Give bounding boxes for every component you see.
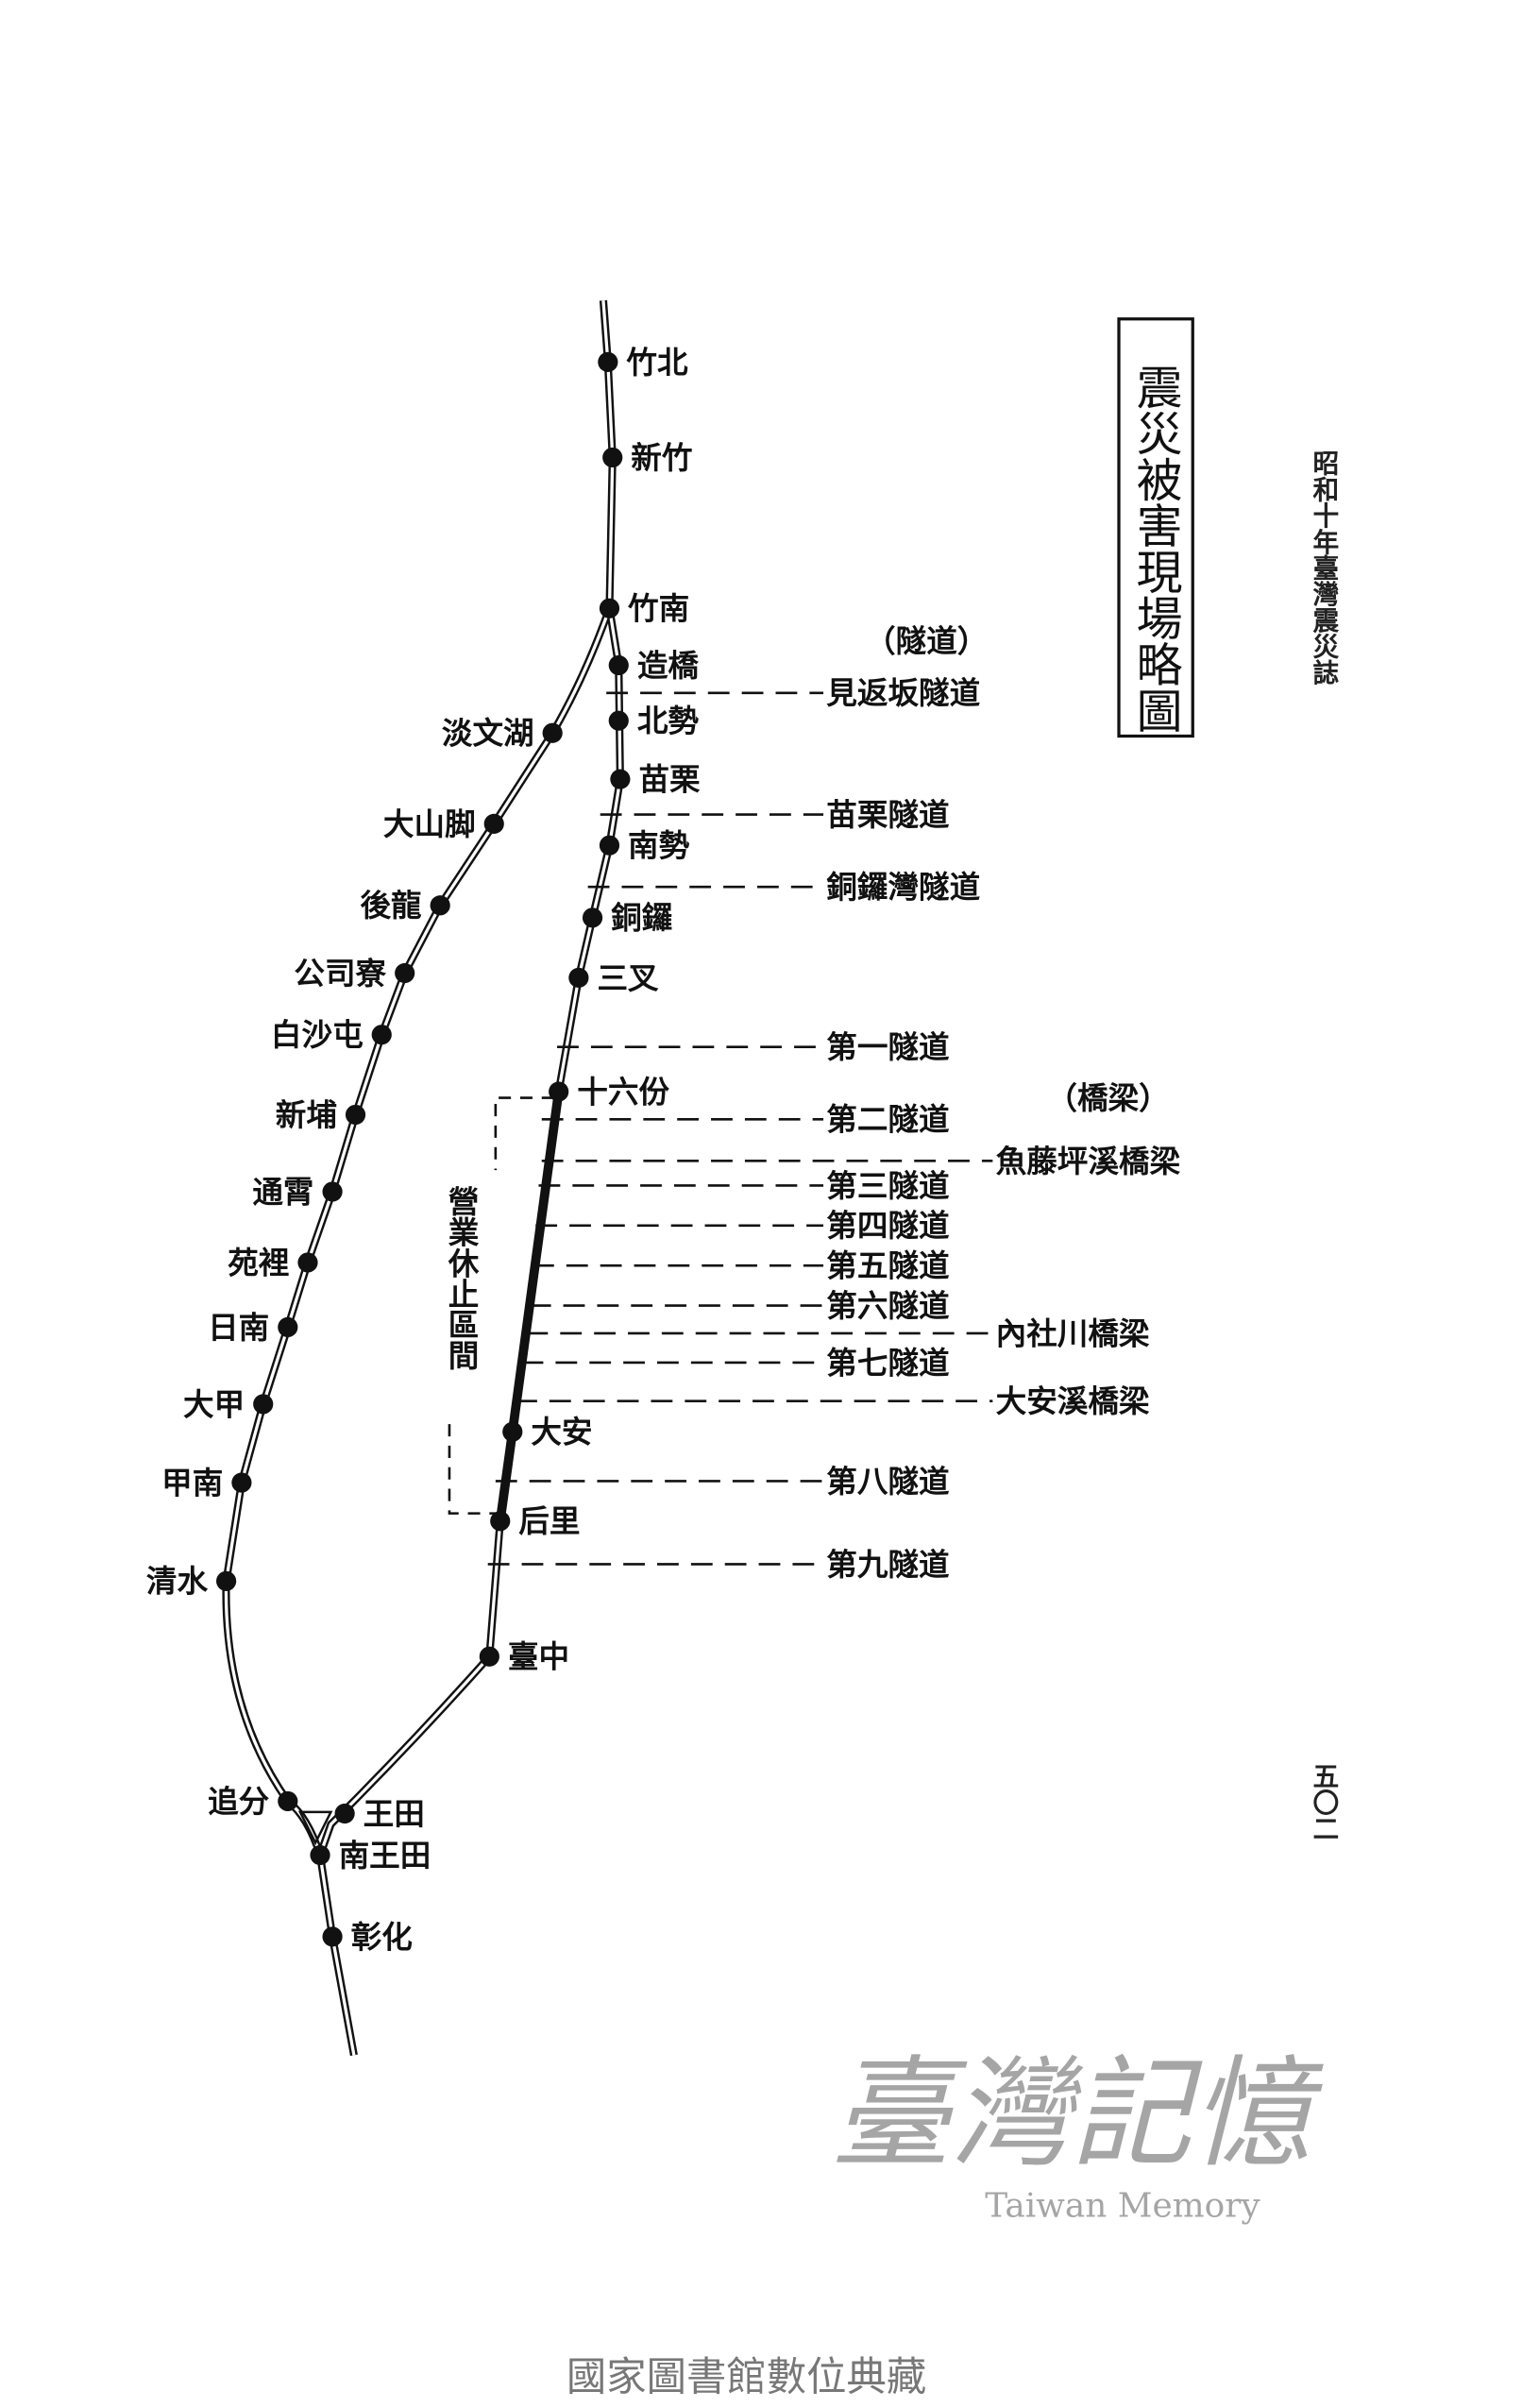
station-dot-yuanli	[297, 1252, 318, 1273]
station-dot-danwenhu	[542, 722, 563, 743]
structure-label: 苗栗隧道	[826, 796, 950, 833]
station-label-dashanjiao: 大山脚	[383, 805, 476, 842]
page-number: 五〇二	[1308, 1763, 1339, 1841]
structure-label: 第三隧道	[826, 1167, 950, 1204]
station-label-daan: 大安	[531, 1414, 592, 1450]
station-dot-zhuifen	[278, 1790, 298, 1812]
station-dot-changhua	[322, 1926, 343, 1947]
footer-credit: 國家圖書館數位典藏	[567, 2354, 926, 2400]
station-label-shiliufen: 十六份	[577, 1073, 669, 1110]
station-label-nanshi: 南勢	[628, 827, 690, 864]
watermark: 臺灣記憶 Taiwan Memory	[831, 2043, 1324, 2225]
tunnels-heading: （隧道）	[865, 622, 988, 659]
structure-label: 銅鑼灣隧道	[826, 869, 980, 906]
station-dot-xinpu	[345, 1104, 366, 1126]
station-dot-dajia	[253, 1394, 274, 1415]
structure-label: 第五隧道	[826, 1247, 950, 1284]
station-label-danwenhu: 淡文湖	[442, 715, 534, 752]
station-label-baishatun: 白沙屯	[271, 1016, 364, 1053]
structure-label: 大安溪橋梁	[996, 1382, 1150, 1419]
suspended-section-label: 營業休止區間	[444, 1185, 481, 1370]
station-label-nanwangtian: 南王田	[339, 1837, 431, 1874]
structure-label: 第八隧道	[826, 1463, 950, 1500]
station-markers	[216, 351, 631, 1947]
station-label-beishi: 北勢	[637, 703, 700, 739]
station-dot-zhunan	[599, 598, 620, 619]
station-dot-shiliufen	[549, 1081, 569, 1102]
station-label-qingshui: 清水	[146, 1563, 209, 1600]
structure-label: 見返坂隧道	[826, 674, 980, 711]
mountain-line-rail	[315, 299, 624, 2057]
station-label-tongxiao: 通霄	[252, 1173, 313, 1210]
structure-label: 第四隧道	[826, 1207, 950, 1244]
station-dot-wangtian	[334, 1803, 355, 1824]
station-dot-baishatun	[371, 1025, 392, 1045]
station-dot-tongluo	[582, 907, 603, 928]
bridges-heading: （橋梁）	[1046, 1079, 1169, 1116]
watermark-english: Taiwan Memory	[985, 2187, 1260, 2226]
station-label-changhua: 彰化	[351, 1918, 413, 1955]
station-dot-taichung	[479, 1646, 499, 1667]
junction-triangle	[297, 1810, 333, 1846]
station-label-xinpu: 新埔	[276, 1096, 337, 1133]
station-label-jianan: 甲南	[161, 1464, 223, 1501]
station-dot-houli	[490, 1511, 511, 1532]
station-label-yuanli: 苑裡	[228, 1244, 289, 1280]
structure-label: 第九隧道	[826, 1546, 950, 1583]
station-dot-nanwangtian	[310, 1844, 330, 1866]
station-dot-tongxiao	[322, 1181, 343, 1202]
structure-label: 第七隧道	[826, 1344, 950, 1381]
structure-label: 內社川橋梁	[996, 1314, 1150, 1351]
station-label-zhubei: 竹北	[626, 344, 688, 381]
station-label-houli: 后里	[518, 1502, 580, 1539]
station-dot-nanshi	[599, 835, 620, 856]
station-label-hsinchu: 新竹	[631, 439, 692, 476]
book-title: 昭和十年臺灣震災誌	[1308, 449, 1339, 685]
station-dot-hsinchu	[602, 447, 623, 468]
station-label-gongsiliao: 公司寮	[294, 955, 386, 992]
station-dot-sancha	[568, 967, 589, 988]
station-dot-qingshui	[216, 1570, 237, 1591]
station-dot-daan	[502, 1421, 523, 1442]
station-label-dajia: 大甲	[183, 1385, 245, 1422]
watermark-chinese: 臺灣記憶	[831, 2043, 1324, 2183]
station-label-houlong: 後龍	[360, 887, 422, 924]
station-dot-miaoli	[610, 769, 631, 789]
title-box	[1117, 317, 1194, 738]
station-dot-rinan	[278, 1316, 298, 1337]
station-label-tongluo: 銅鑼	[611, 899, 672, 936]
station-label-rinan: 日南	[208, 1309, 269, 1346]
structure-label: 魚藤坪溪橋梁	[996, 1143, 1181, 1179]
station-label-taichung: 臺中	[508, 1638, 569, 1675]
station-dot-zaoqiao	[608, 654, 629, 676]
station-dot-dashanjiao	[483, 813, 504, 834]
station-dot-beishi	[608, 710, 629, 731]
structure-leader-lines	[487, 691, 993, 1566]
suspended-section-bracket	[448, 1096, 554, 1515]
station-dot-gongsiliao	[395, 962, 415, 984]
map-title: 震災被害現場略圖	[1129, 364, 1183, 733]
station-dot-jianan	[231, 1472, 252, 1493]
structure-label: 第六隧道	[826, 1287, 950, 1324]
station-label-zaoqiao: 造橋	[637, 647, 700, 684]
station-label-wangtian: 王田	[364, 1795, 425, 1832]
station-label-zhuifen: 追分	[208, 1783, 270, 1820]
station-dot-houlong	[430, 895, 450, 916]
station-dot-zhubei	[598, 351, 618, 372]
station-label-miaoli: 苗栗	[638, 761, 701, 798]
structure-label: 第一隧道	[826, 1028, 950, 1065]
structure-label: 第二隧道	[826, 1101, 950, 1138]
station-label-sancha: 三叉	[597, 959, 659, 996]
station-label-zhunan: 竹南	[628, 590, 689, 627]
